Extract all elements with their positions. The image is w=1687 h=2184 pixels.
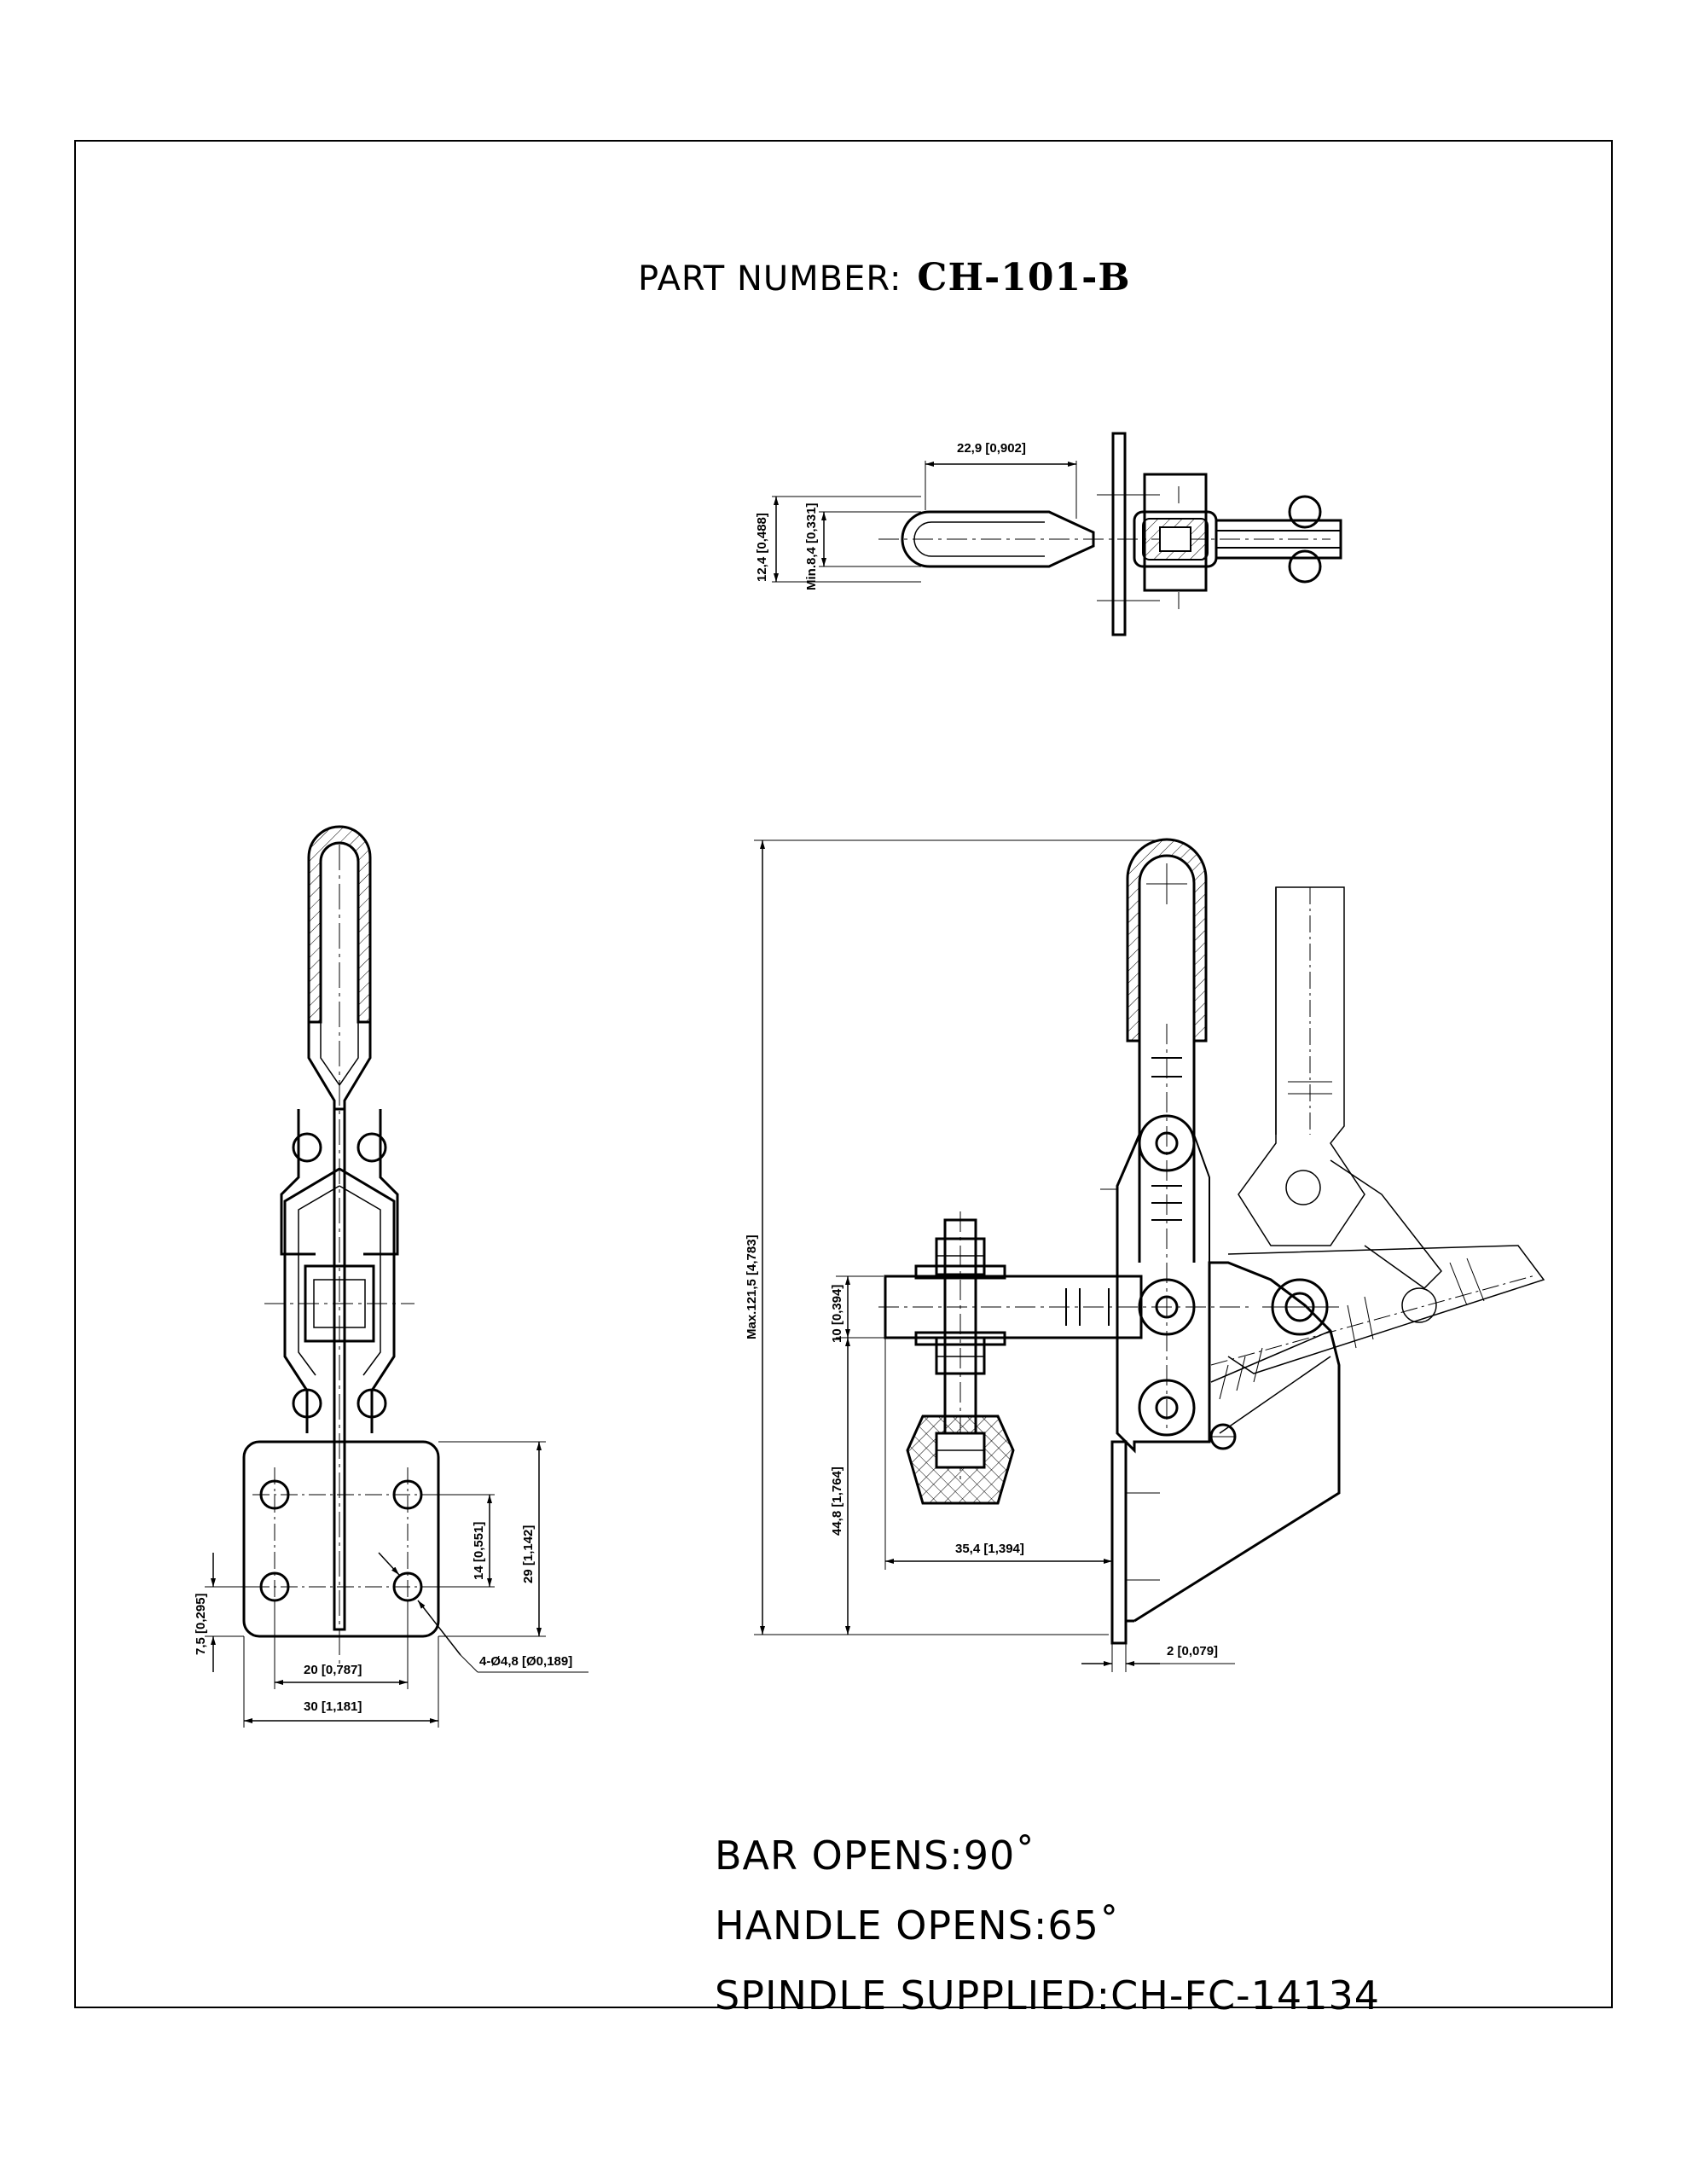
part-number: CH-101-B [917,256,1131,299]
spec-spindle: SPINDLE SUPPLIED:CH-FC-14134 [715,1972,1380,2018]
top-handle-loop [901,510,1095,568]
dim-bar-thickness: 10 [0,394] [830,1285,844,1343]
dim-spindle-height: 44,8 [1,764] [830,1467,844,1536]
top-spindle-bar [1215,519,1342,560]
top-mount-plate [1111,432,1127,636]
top-bolt-head-2 [1288,549,1322,584]
dim-top-height: 12,4 [0,488] [755,513,769,582]
side-nut-top [935,1237,986,1276]
side-nut-bottom [935,1336,986,1375]
side-pivot-top [1138,1114,1196,1172]
side-view: Max.121,5 [4,783] 10 [0,394] 44,8 [1,764… [745,838,1545,1672]
side-pivot-bottom [1138,1379,1196,1437]
drawing-frame [74,140,1613,2008]
dim-top-min: Min.8,4 [0,331] [804,502,819,590]
part-number-label: PART NUMBER: [638,259,902,299]
side-handle-grip [1126,838,1208,1043]
dim-spindle-reach: 35,4 [1,394] [955,1542,1024,1556]
front-linkage-upper [280,1109,399,1256]
spec-bar-opens: BAR OPENS:90˚ [715,1833,1036,1879]
front-base-plate [242,1440,440,1638]
dim-base-height: 29 [1,142] [521,1525,536,1583]
dim-hole-spacing-x: 20 [0,787] [304,1663,362,1677]
dim-max-height: Max.121,5 [4,783] [745,1234,759,1339]
top-bolt-head-1 [1288,495,1322,529]
dim-base-width: 30 [1,181] [304,1699,362,1714]
dim-top-length: 22,9 [0,902] [957,441,1026,456]
top-view: 22,9 [0,902] 12,4 [0,488] Min.8,4 [0,331… [755,432,1342,636]
side-handle-arm [1138,1041,1196,1263]
dim-hole-edge: 7,5 [0,295] [194,1593,208,1655]
side-base-plate [1110,1440,1128,1645]
front-view: 14 [0,551] 29 [1,142] 7,5 [0,295] 20 [0,… [194,825,588,1728]
dim-base-thickness: 2 [0,079] [1167,1644,1218,1658]
spec-handle-opens: HANDLE OPENS:65˚ [715,1902,1120,1949]
front-body-outer [283,1167,396,1433]
page-title: PART NUMBER: CH-101-B [638,256,1131,299]
side-open-position [1210,886,1545,1434]
dim-holes: 4-Ø4,8 [Ø0,189] [479,1654,572,1669]
side-body [1116,1134,1341,1623]
dim-hole-spacing-y: 14 [0,551] [472,1522,486,1580]
